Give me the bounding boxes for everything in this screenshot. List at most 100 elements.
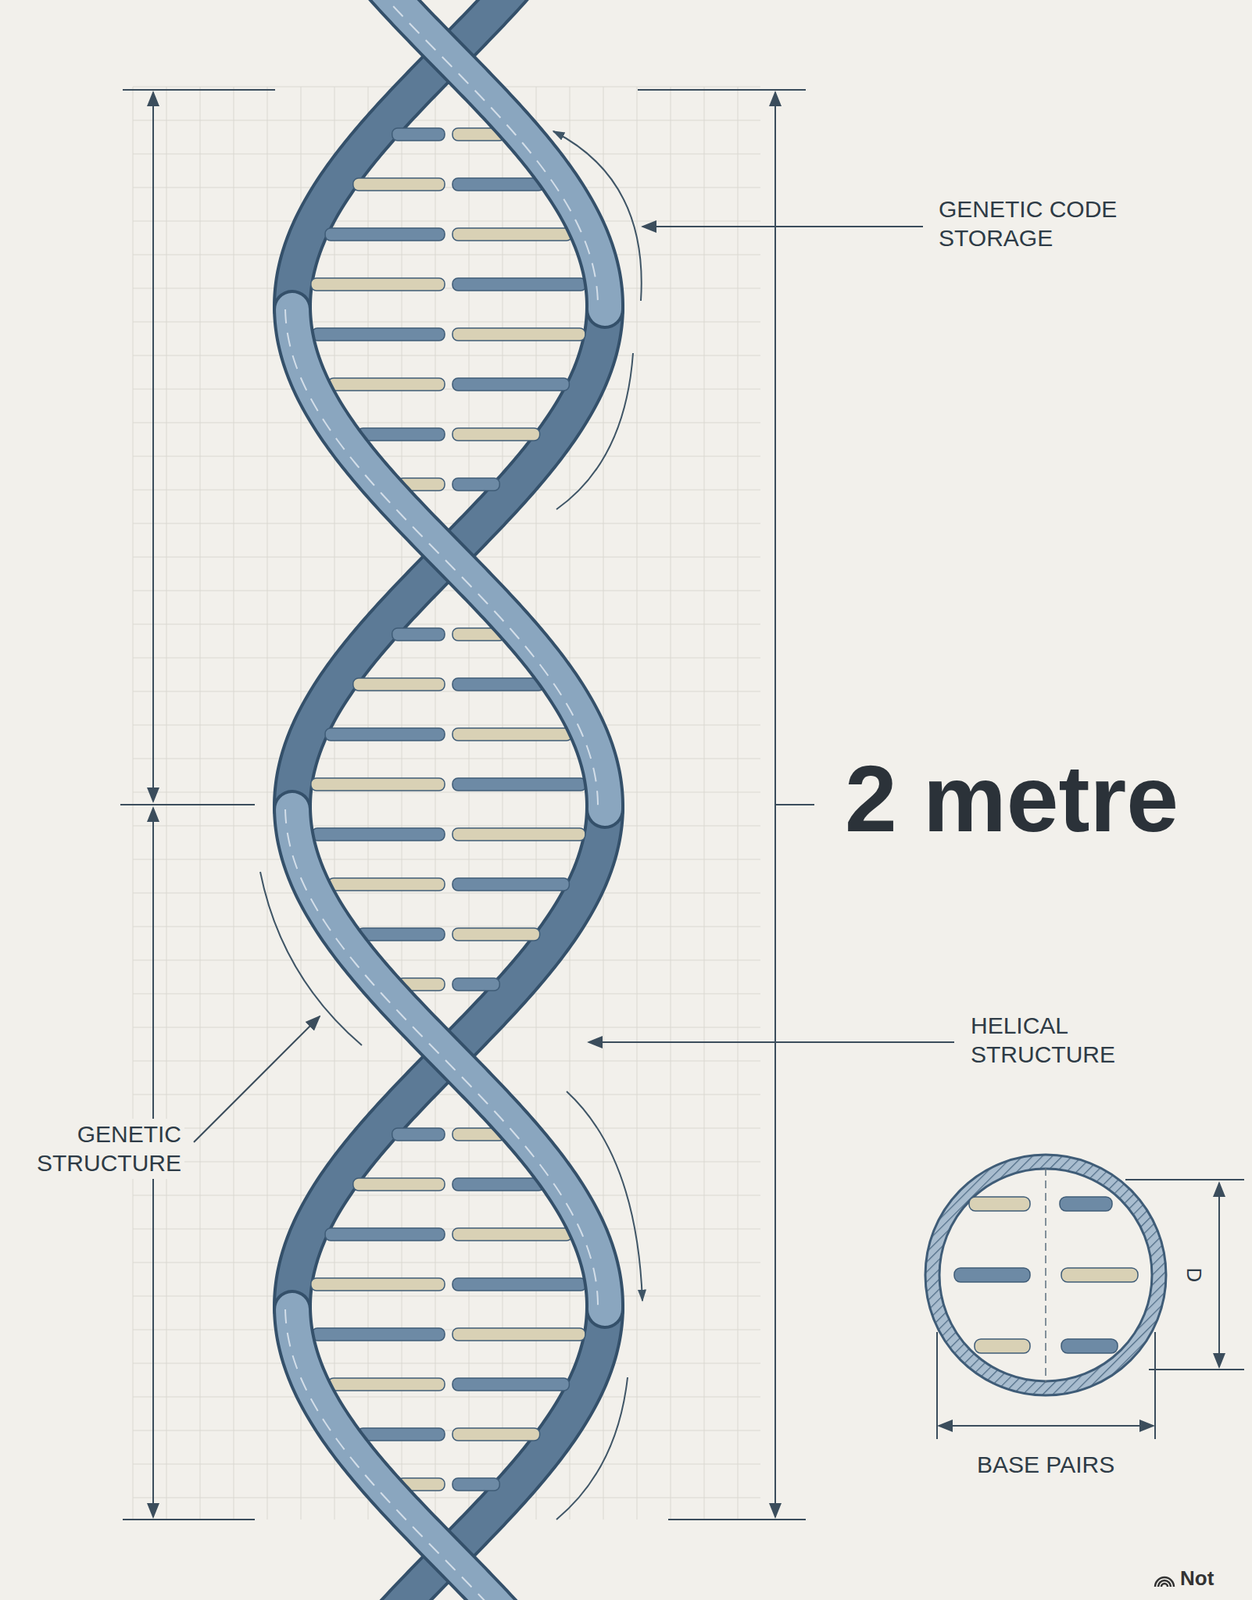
grid-line (132, 1397, 761, 1399)
curved-arrow (556, 353, 634, 510)
base-pair-rung (452, 378, 569, 391)
grid-line (132, 153, 761, 155)
grid-line (132, 1128, 761, 1130)
grid-line (132, 523, 761, 525)
strand-outline (364, 1309, 605, 1600)
strand-highlight (285, 809, 598, 1310)
dimension-value: 2 metre (841, 750, 1182, 848)
cross-section-ring (925, 1155, 1167, 1396)
background-grid (132, 86, 761, 1521)
curved-arrow (566, 1091, 643, 1302)
cross-section (925, 1155, 1167, 1396)
grid-line (132, 187, 761, 189)
grid-line (536, 86, 537, 1521)
backbone-strand (292, 309, 605, 810)
base-pair-rung (452, 1428, 541, 1442)
strand-outline (292, 309, 605, 810)
grid-line (132, 859, 761, 861)
grid-line (132, 86, 134, 1521)
leader-line (642, 225, 923, 228)
base-pair-rung (357, 428, 445, 441)
backbone-strand (292, 1309, 533, 1600)
backbone-strand (354, 0, 605, 310)
grid-line (132, 221, 761, 222)
base-pair-rung (328, 878, 445, 891)
grid-line (132, 658, 761, 659)
watermark-icon (1155, 1577, 1174, 1588)
base-pair-rung (311, 328, 445, 341)
base-pair-rung (452, 828, 586, 841)
grid-line (132, 826, 761, 827)
grid-line (132, 288, 761, 290)
strand-highlight (285, 1309, 526, 1600)
base-pair-rung (311, 278, 445, 291)
base-pair-rung (954, 1268, 1031, 1283)
extension-line (120, 804, 255, 806)
motion-arrows (260, 131, 643, 1521)
grid-line (132, 1430, 761, 1432)
base-pair-rung (452, 1328, 586, 1342)
backbone-strand (292, 809, 605, 1310)
grid-line (132, 590, 761, 592)
base-pair-rung (392, 128, 445, 141)
extension-line (122, 1519, 255, 1521)
base-pair-rung (452, 228, 573, 241)
extension-line (1125, 1179, 1245, 1181)
base-pair-rung (452, 178, 544, 191)
base-pair-rung (311, 1278, 445, 1292)
base-pair-rung (1061, 1339, 1118, 1354)
base-pair-rung (1061, 1268, 1138, 1283)
callout-label: GENETIC STRUCTURE (6, 1119, 185, 1180)
callout-label: GENETIC CODE STORAGE (935, 193, 1147, 254)
grid-line (401, 86, 403, 1521)
base-pair-rung (353, 178, 445, 191)
extension-line (122, 89, 276, 91)
base-pair-rung (353, 1178, 445, 1192)
base-pair-rung (452, 728, 573, 741)
strand-outline (292, 309, 605, 810)
grid-line (132, 1262, 761, 1264)
callout-label: HELICAL STRUCTURE (967, 1010, 1179, 1071)
base-pair-rung (452, 1228, 573, 1242)
grid-line (636, 86, 638, 1521)
grid-line (132, 960, 761, 962)
grid-line (132, 758, 761, 760)
base-pair-rung (392, 1128, 445, 1142)
extension-line (1154, 1332, 1156, 1440)
base-pair-rung (452, 1378, 569, 1392)
watermark-arc (1161, 1584, 1168, 1588)
base-pair-rung (392, 628, 445, 641)
grid-line (132, 1330, 761, 1331)
grid-line (737, 86, 739, 1521)
curved-arrow (553, 131, 642, 301)
helix-back-strands (292, 0, 605, 1600)
dimension-line (938, 1425, 1154, 1428)
grid-line (132, 624, 761, 626)
dimension-line (1218, 1183, 1220, 1368)
extension-line (936, 1332, 938, 1440)
grid-line (132, 792, 761, 794)
base-pair-rung (452, 428, 541, 441)
grid-line (267, 86, 269, 1521)
strand-outline (354, 0, 605, 310)
leader-line (588, 1041, 955, 1044)
strand-outline (292, 1309, 533, 1600)
center-line (1044, 1168, 1047, 1384)
base-pair-rung (328, 378, 445, 391)
curved-arrow (556, 1377, 628, 1521)
watermark-arc (1155, 1577, 1174, 1588)
grid-line (502, 86, 504, 1521)
base-pair-rung (452, 278, 587, 291)
base-pair-rung (452, 1478, 500, 1492)
dimension-label: BASE PAIRS (973, 1449, 1118, 1482)
base-pair-rung (452, 928, 541, 941)
grid-line (569, 86, 571, 1521)
grid-line (132, 1498, 761, 1499)
dimension-tick (775, 804, 815, 806)
backbone-strand (292, 309, 605, 810)
grid-line (132, 691, 761, 693)
base-pair-rung (353, 678, 445, 691)
base-pair-rung (357, 1428, 445, 1442)
strand-outline (292, 809, 605, 1310)
